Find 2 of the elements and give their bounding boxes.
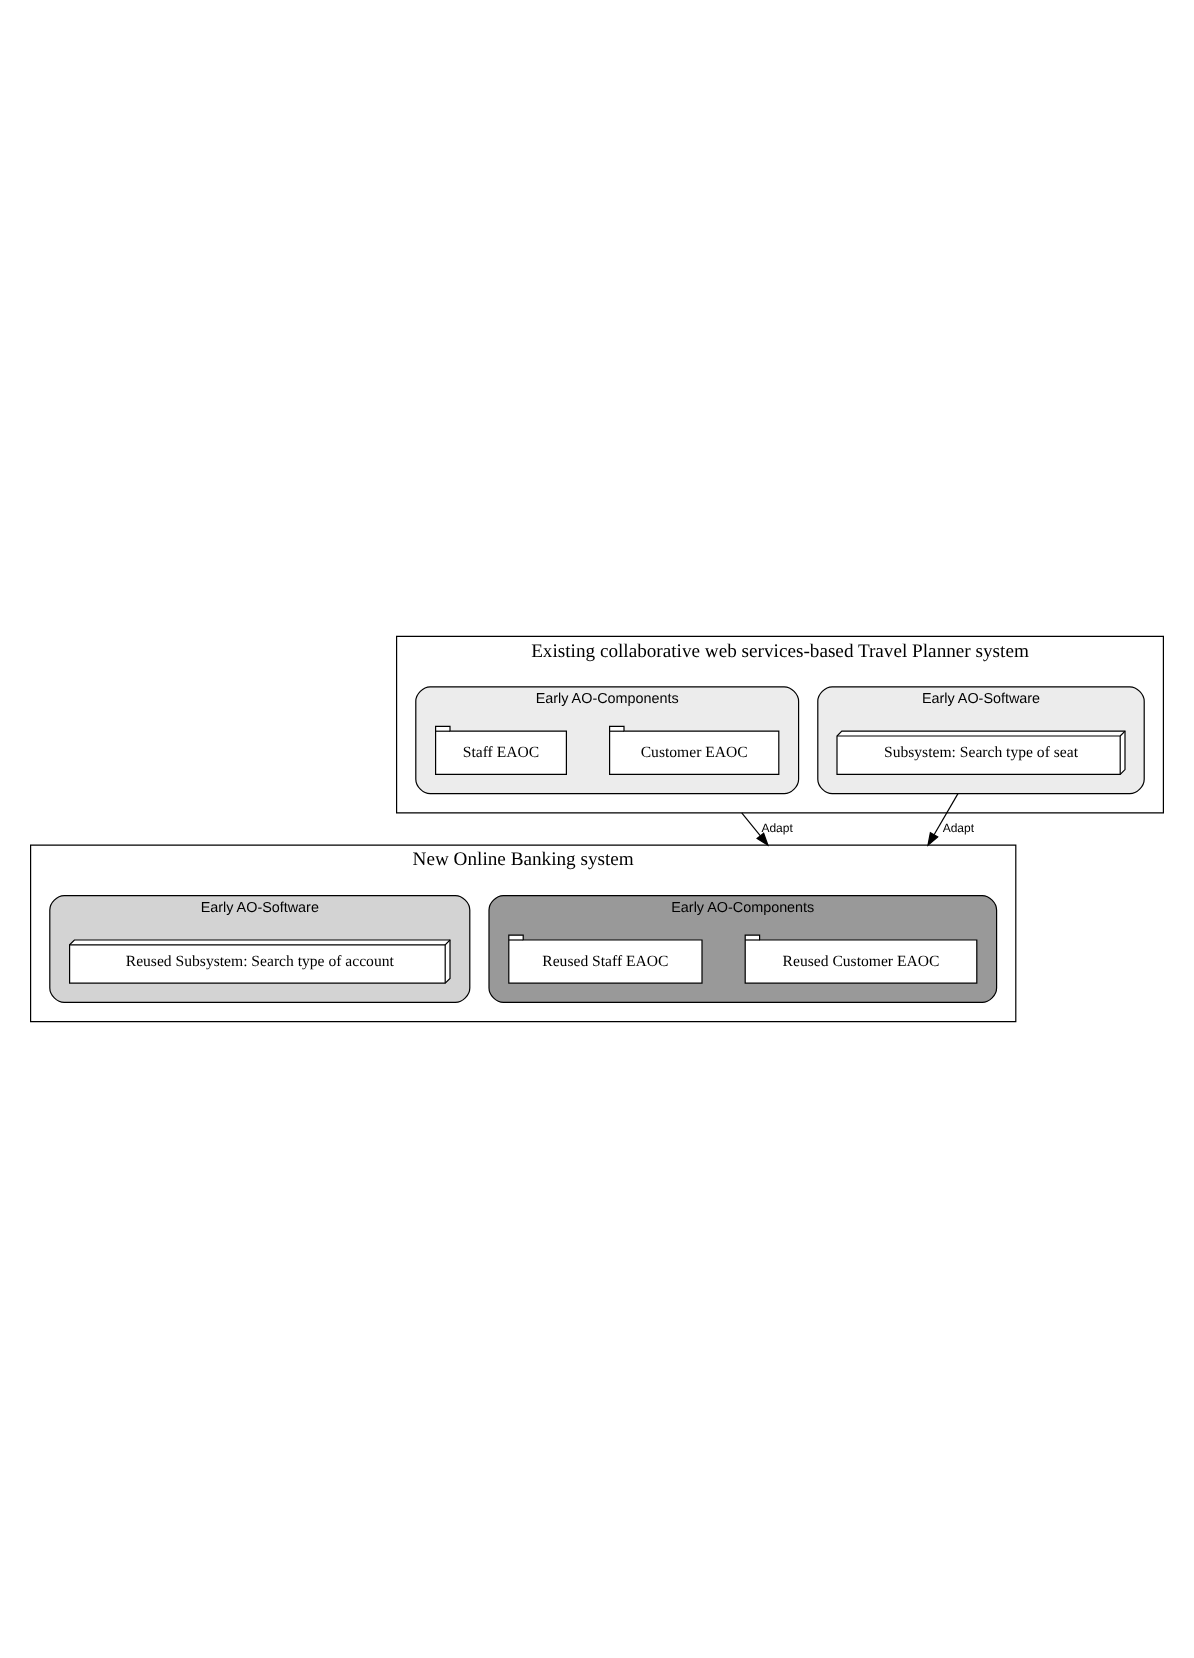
- arrow: [927, 793, 959, 847]
- arrow: [741, 812, 770, 847]
